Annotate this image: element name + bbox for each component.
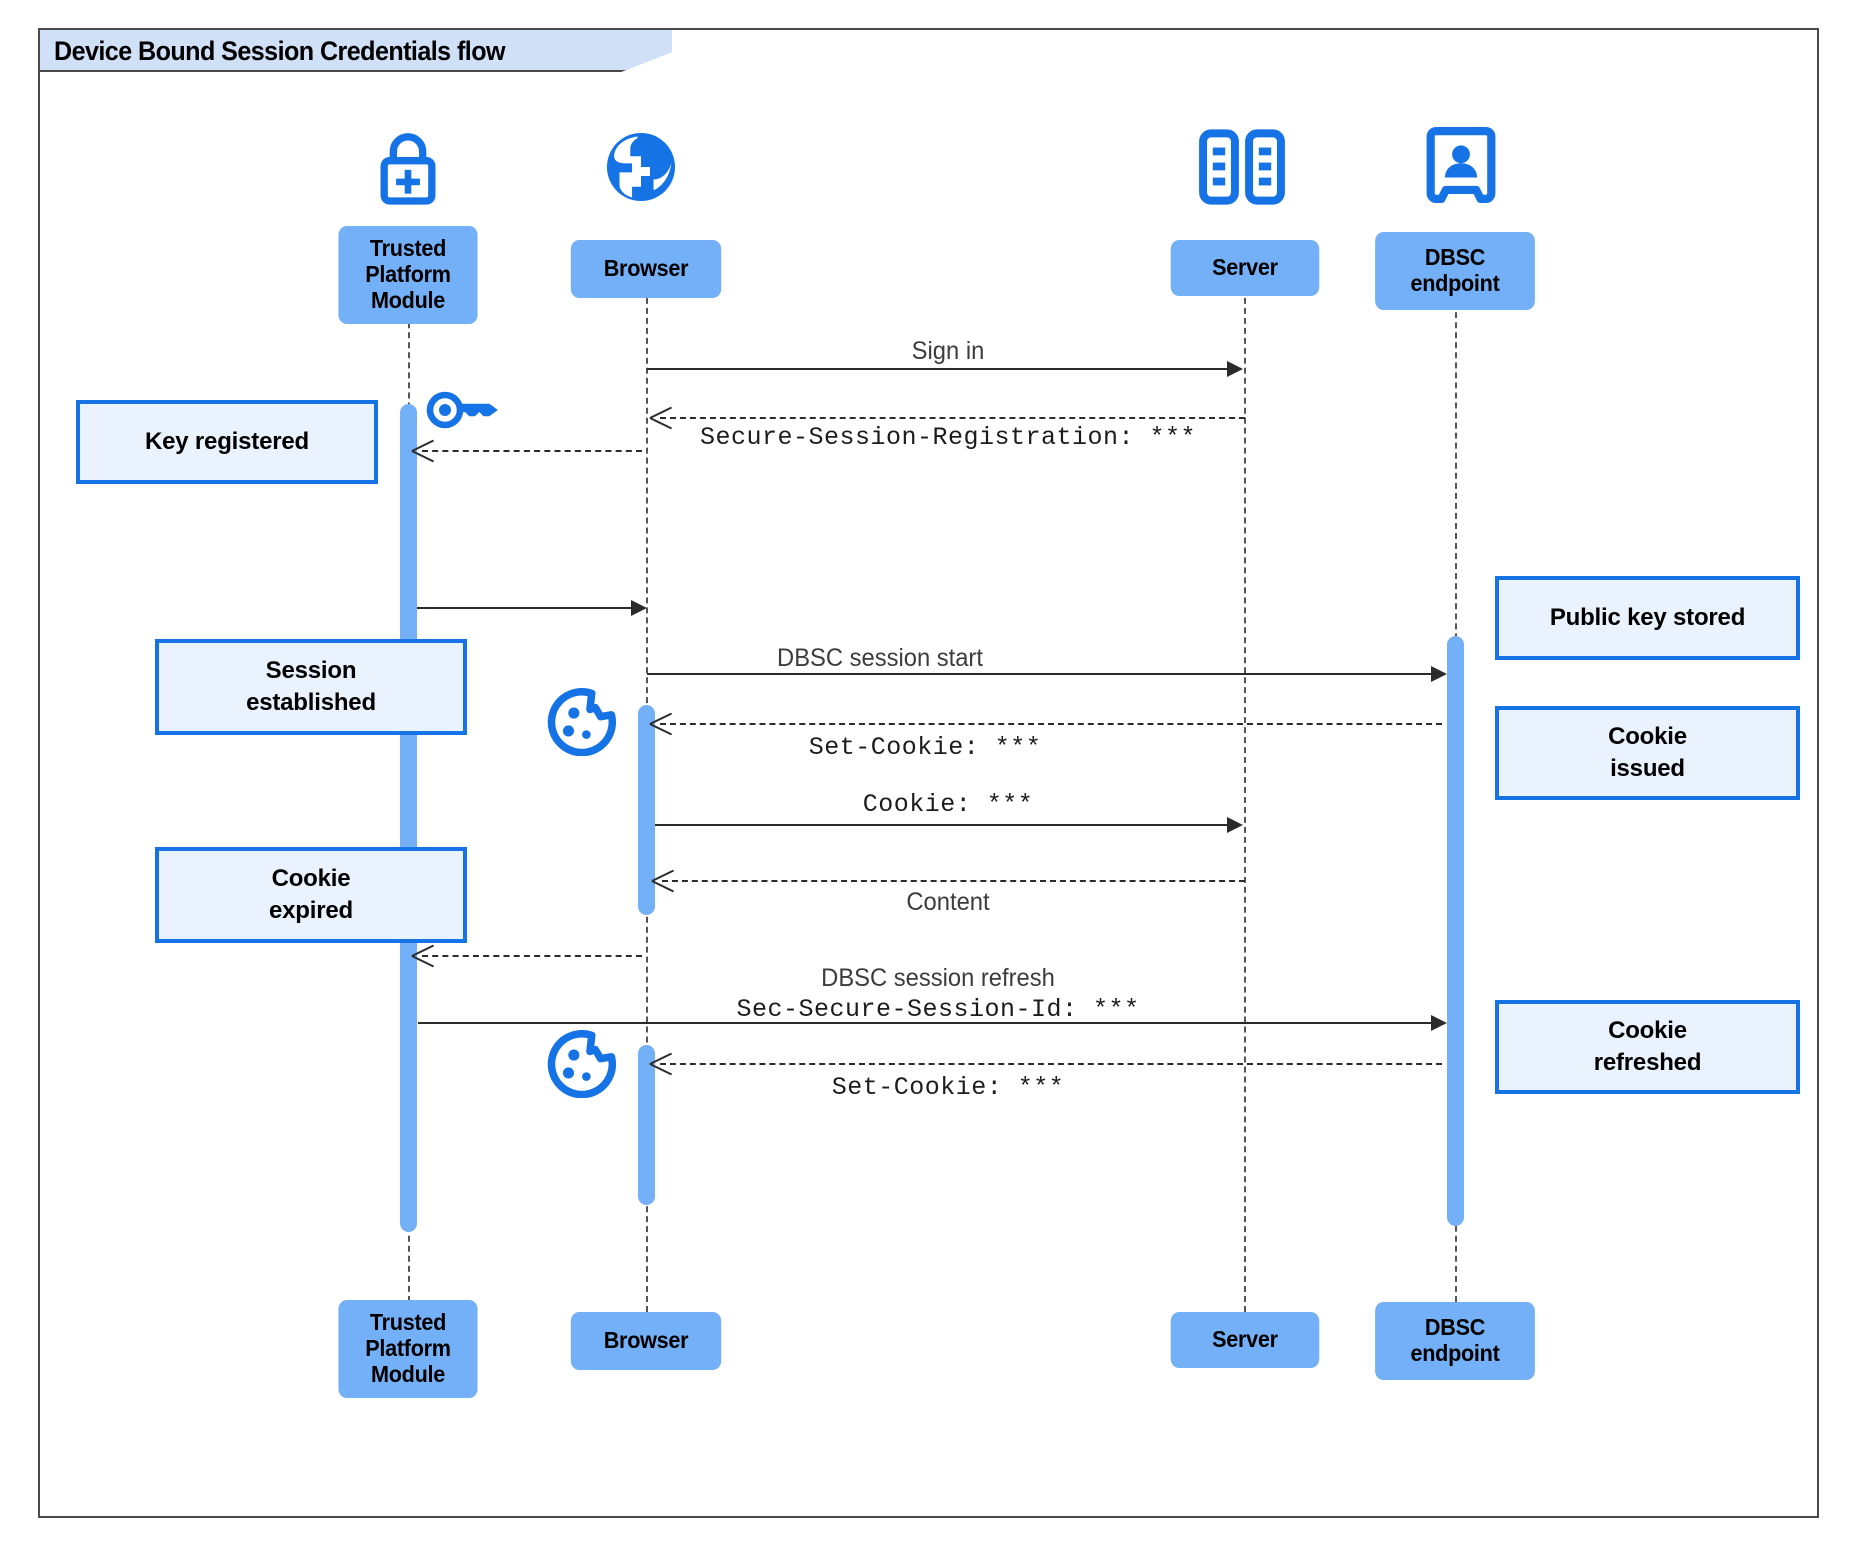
note-text-line1: Cookie: [1608, 722, 1687, 750]
message-label-content: Content: [906, 888, 990, 916]
participant-label-line3: Module: [371, 286, 445, 313]
note-text-line1: Session: [265, 656, 357, 684]
message-line-tpm-to-browser: [417, 607, 642, 609]
message-label-sec-secure-session-id: Sec-Secure-Session-Id: ***: [736, 995, 1140, 1024]
activation-bar-dbsc: [1447, 636, 1464, 1226]
message-arrowhead-dbsc-session-start: [1431, 666, 1447, 682]
message-line-cookie: [655, 824, 1227, 826]
message-arrowhead-dbsc-session-refresh: [1431, 1015, 1447, 1031]
lifeline-server: [1244, 258, 1246, 1312]
participant-label-server: Server: [1212, 1326, 1278, 1353]
diagram-title: Device Bound Session Credentials flow: [54, 36, 506, 66]
participant-label-line2: Platform: [365, 261, 451, 288]
note-text: Key registered: [145, 427, 309, 455]
note-cookie-expired: Cookie expired: [155, 847, 467, 943]
message-label-secure-session-registration: Secure-Session-Registration: ***: [699, 423, 1197, 452]
participant-label-browser: Browser: [603, 1327, 689, 1354]
message-arrowhead-tpm-to-browser: [631, 600, 647, 616]
note-text-line1: Cookie: [1608, 1016, 1687, 1044]
participant-label-dbsc-line2: endpoint: [1410, 270, 1500, 296]
message-arrowhead-sign-in: [1227, 361, 1243, 377]
message-line-sign-in: [647, 368, 1227, 370]
id-badge-icon: [1425, 124, 1497, 211]
participant-label-line2: Platform: [365, 1335, 451, 1362]
message-line-dbsc-session-start: [647, 673, 1437, 675]
note-text-line2: expired: [269, 897, 353, 924]
participant-label-dbsc-line1: DBSC: [1424, 1314, 1486, 1341]
message-line-dbsc-session-refresh: [418, 1022, 1437, 1024]
message-arrowhead-cookie: [1227, 817, 1243, 833]
participant-label-line1: Trusted: [369, 1309, 447, 1336]
participant-label-dbsc-line2: endpoint: [1410, 1340, 1500, 1366]
message-label-dbsc-session-refresh: DBSC session refresh: [821, 964, 1055, 992]
note-text-line2: issued: [1610, 755, 1685, 782]
participant-dbsc-top[interactable]: DBSC endpoint: [1375, 232, 1535, 310]
note-text: Public key stored: [1549, 603, 1746, 631]
participant-label-line3: Module: [371, 1360, 445, 1387]
message-label-set-cookie-2: Set-Cookie: ***: [831, 1073, 1065, 1102]
note-text-line1: Cookie: [271, 864, 351, 892]
participant-label-browser: Browser: [603, 255, 689, 282]
participant-label-dbsc-line1: DBSC: [1424, 244, 1486, 271]
note-cookie-refreshed: Cookie refreshed: [1495, 1000, 1800, 1094]
note-text-line2: established: [246, 689, 376, 716]
message-label-sign-in: Sign in: [911, 337, 985, 365]
note-session-established: Session established: [155, 639, 467, 735]
message-line-set-cookie-1: [660, 723, 1442, 725]
activation-bar-tpm: [400, 404, 417, 1232]
participant-tpm-bottom[interactable]: Trusted Platform Module: [338, 1300, 478, 1398]
note-text-line2: refreshed: [1593, 1049, 1702, 1076]
cookie-icon: [545, 1029, 617, 1103]
participant-server-bottom[interactable]: Server: [1170, 1312, 1320, 1368]
participant-tpm-top[interactable]: Trusted Platform Module: [338, 226, 478, 324]
participant-browser-top[interactable]: Browser: [570, 240, 722, 298]
key-icon: [425, 385, 505, 440]
frame-title-tab: Device Bound Session Credentials flow: [38, 28, 672, 72]
globe-icon: [598, 124, 684, 215]
note-public-key-stored: Public key stored: [1495, 576, 1800, 660]
server-racks-icon: [1196, 128, 1288, 211]
message-label-dbsc-session-start: DBSC session start: [777, 644, 983, 672]
message-arrowhead-server-to-tpm: [412, 439, 434, 461]
participant-label-line1: Trusted: [369, 235, 447, 262]
activation-bar-browser-1: [638, 705, 655, 915]
message-line-content: [662, 880, 1245, 882]
participant-server-top[interactable]: Server: [1170, 240, 1320, 296]
activation-bar-browser-2: [638, 1045, 655, 1205]
participant-label-server: Server: [1212, 254, 1278, 281]
message-line-browser-to-tpm: [422, 955, 642, 957]
cookie-icon: [545, 687, 617, 761]
participant-browser-bottom[interactable]: Browser: [570, 1312, 722, 1370]
message-arrowhead-content: [652, 869, 674, 891]
message-line-secure-session-registration: [660, 417, 1245, 419]
message-label-set-cookie-1: Set-Cookie: ***: [808, 733, 1042, 762]
message-arrowhead-secure-session-registration: [650, 406, 672, 428]
lock-plus-icon: [364, 124, 452, 217]
note-cookie-issued: Cookie issued: [1495, 706, 1800, 800]
message-arrowhead-browser-to-tpm: [412, 944, 434, 966]
message-line-set-cookie-2: [660, 1063, 1442, 1065]
message-arrowhead-set-cookie-2: [650, 1052, 672, 1074]
message-arrowhead-set-cookie-1: [650, 712, 672, 734]
participant-dbsc-bottom[interactable]: DBSC endpoint: [1375, 1302, 1535, 1380]
note-key-registered: Key registered: [76, 400, 378, 484]
message-line-server-to-tpm: [422, 450, 642, 452]
message-label-cookie: Cookie: ***: [862, 790, 1034, 819]
